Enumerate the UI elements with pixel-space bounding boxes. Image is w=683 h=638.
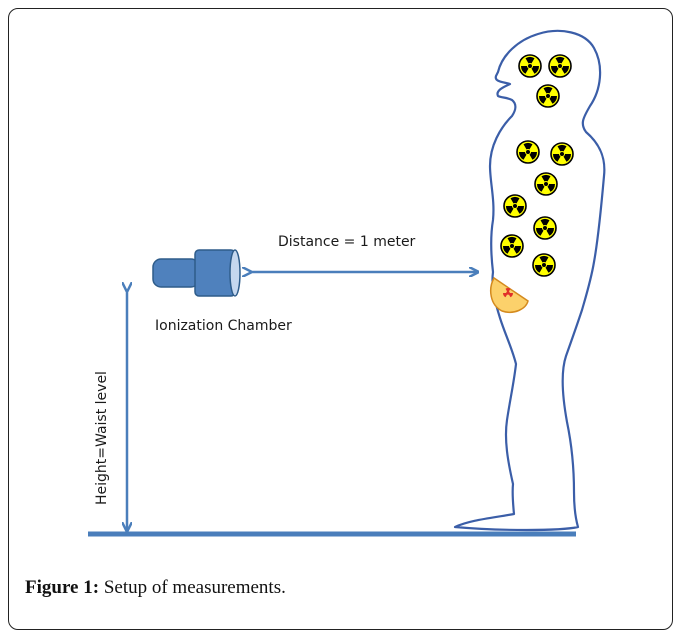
radiation-trefoil-icon <box>500 54 574 277</box>
height-label: Height=Waist level <box>94 371 110 505</box>
caption-text: Setup of measurements. <box>103 577 286 598</box>
radiation-hotspot-icon <box>489 276 529 313</box>
figure-frame <box>8 8 673 630</box>
figure-caption: Figure 1: Setup of measurements. <box>25 577 286 599</box>
human-silhouette <box>453 29 606 532</box>
distance-label: Distance = 1 meter <box>278 234 416 250</box>
detector-label: Ionization Chamber <box>155 318 292 334</box>
ionization-chamber-icon <box>152 249 241 297</box>
caption-label: Figure 1: <box>25 577 100 598</box>
